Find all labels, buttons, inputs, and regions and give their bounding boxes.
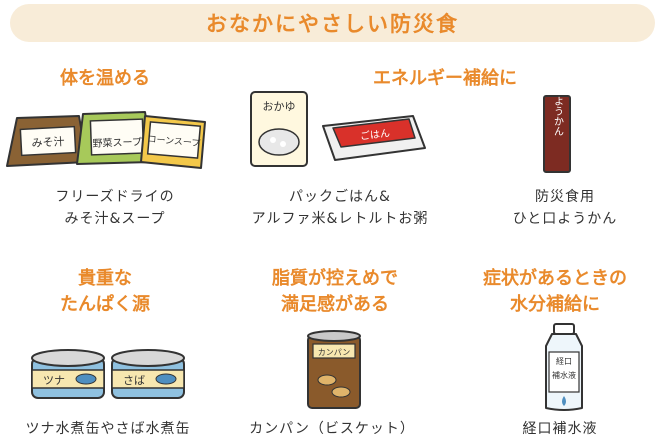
- caption-cans: ツナ水煮缶やさば水煮缶: [8, 418, 208, 440]
- corn-soup-pack-icon: コーンスープ: [140, 115, 206, 169]
- rice-illustration: おかゆ ごはん: [250, 91, 426, 167]
- saba-can-label: さば: [123, 374, 145, 387]
- category-energy-label: エネルギー補給に: [373, 68, 517, 89]
- caption-freeze-dry-line1: フリーズドライの: [55, 189, 175, 205]
- caption-yokan-line2: ひと口ようかん: [512, 211, 618, 227]
- caption-yokan: 防災食用 ひと口ようかん: [490, 186, 640, 230]
- tuna-can-icon: ツナ: [31, 349, 105, 399]
- category-hydration-line1: 症状があるときの: [483, 268, 627, 289]
- category-hydration: 症状があるときの 水分補給に: [460, 266, 650, 318]
- ors-bottle-label: 補水液: [552, 370, 576, 380]
- ors-bottle-label-top: 経口: [556, 356, 572, 366]
- kanpan-illustration: カンパン: [307, 330, 361, 409]
- rice-tray-icon: ごはん: [322, 115, 426, 161]
- category-protein-line2: たんぱく源: [60, 294, 150, 315]
- category-protein-line1: 貴重な: [78, 268, 132, 289]
- caption-ors-text: 経口補水液: [522, 421, 598, 437]
- caption-rice-line1: パックごはん&: [289, 189, 391, 205]
- okayu-cup-label: おかゆ: [263, 100, 296, 113]
- tuna-can-label: ツナ: [43, 374, 65, 387]
- veg-soup-pack-label: 野菜スープ: [92, 136, 142, 150]
- caption-yokan-line1: 防災食用: [535, 189, 595, 205]
- fish-cans-illustration: ツナ さば: [31, 349, 185, 399]
- saba-can-icon: さば: [111, 349, 185, 399]
- yokan-illustration: ようかん: [543, 95, 571, 173]
- caption-freeze-dry-line2: みそ汁&スープ: [64, 211, 166, 227]
- category-energy: エネルギー補給に: [330, 66, 560, 92]
- category-fat-line2: 満足感がある: [281, 294, 389, 315]
- caption-rice: パックごはん& アルファ米&レトルトお粥: [225, 186, 455, 230]
- page-title: おなかにやさしい防災食: [206, 12, 459, 36]
- veg-soup-pack-icon: 野菜スープ: [76, 111, 154, 165]
- corn-soup-pack-label: コーンスープ: [147, 134, 201, 150]
- title-banner: おなかにやさしい防災食: [10, 4, 655, 42]
- freeze-dry-packs-illustration: みそ汁 野菜スープ コーンスープ: [6, 111, 206, 169]
- category-protein: 貴重な たんぱく源: [40, 266, 170, 318]
- caption-kanpan: カンパン（ビスケット）: [232, 418, 432, 440]
- category-warm-label: 体を温める: [60, 68, 150, 89]
- kanpan-can-icon: カンパン: [307, 330, 361, 409]
- ors-bottle-icon: 経口 補水液: [545, 323, 583, 411]
- kanpan-can-label: カンパン: [318, 348, 350, 357]
- ors-illustration: 経口 補水液: [545, 323, 583, 411]
- caption-cans-text: ツナ水煮缶やさば水煮缶: [25, 421, 191, 437]
- caption-kanpan-text: カンパン（ビスケット）: [249, 421, 415, 437]
- caption-rice-line2: アルファ米&レトルトお粥: [251, 211, 429, 227]
- yokan-stick-icon: ようかん: [543, 95, 571, 173]
- category-warm: 体を温める: [30, 66, 180, 92]
- caption-freeze-dry: フリーズドライの みそ汁&スープ: [20, 186, 210, 230]
- category-fat-line1: 脂質が控えめで: [272, 268, 398, 289]
- category-fat: 脂質が控えめで 満足感がある: [240, 266, 430, 318]
- yokan-stick-label: ようかん: [552, 96, 564, 136]
- category-hydration-line2: 水分補給に: [510, 294, 600, 315]
- caption-ors: 経口補水液: [490, 418, 630, 440]
- okayu-cup-icon: おかゆ: [250, 91, 308, 167]
- rice-tray-label: ごはん: [359, 126, 390, 143]
- miso-pack-label: みそ汁: [31, 135, 65, 150]
- miso-pack-icon: みそ汁: [6, 115, 88, 167]
